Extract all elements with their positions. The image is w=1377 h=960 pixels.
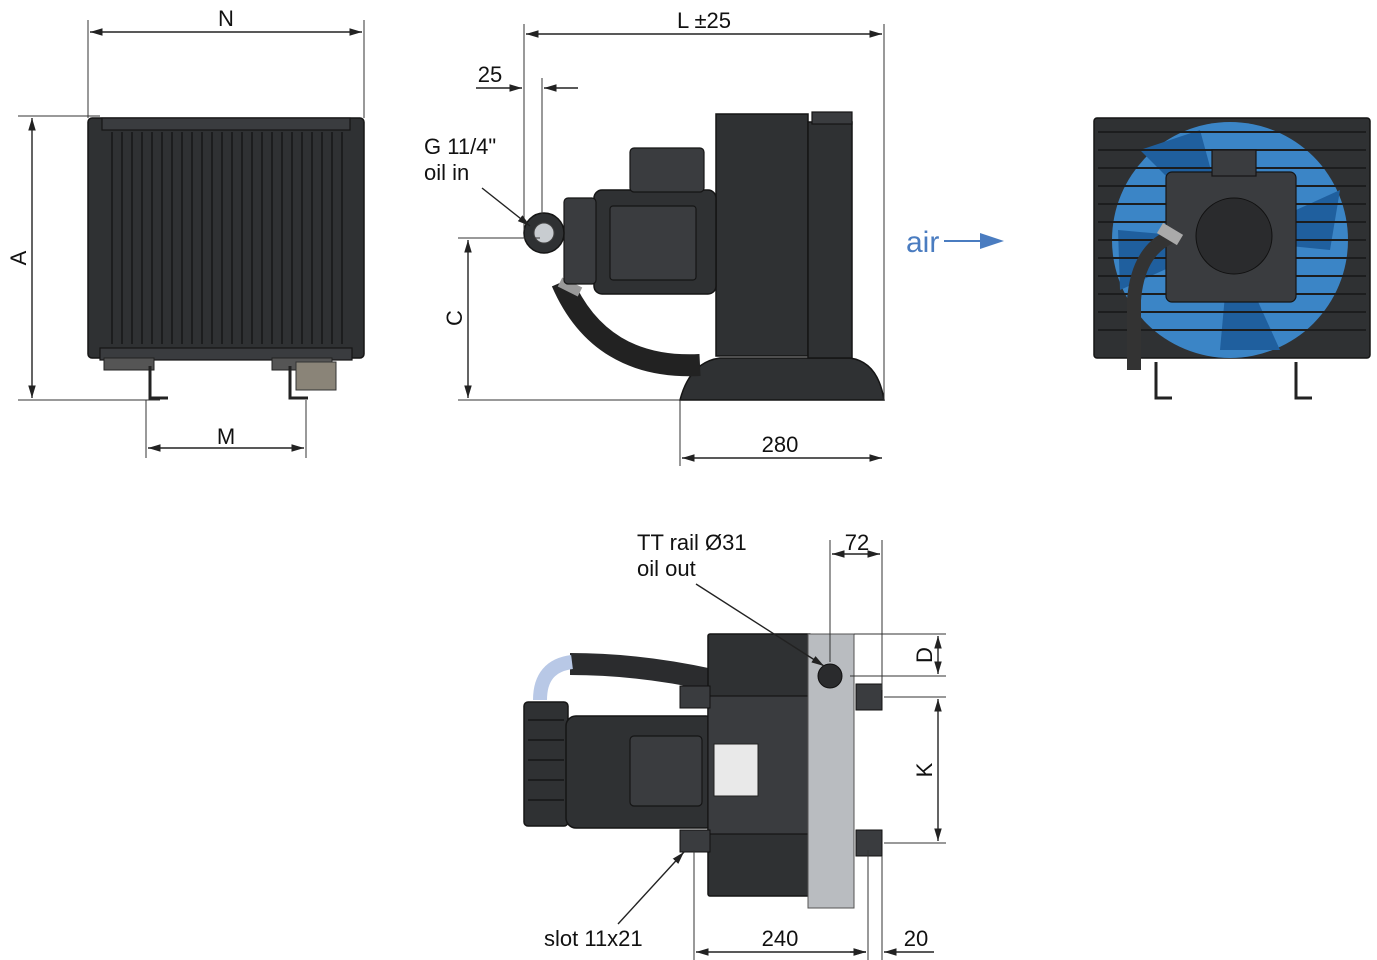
rear-view [1093, 117, 1371, 400]
airflow-indicator: air [906, 226, 1004, 259]
inlet-callout-line1: G 11/4" [424, 134, 496, 159]
dim-label-l: L ±25 [677, 8, 731, 33]
dim-label-n: N [218, 6, 234, 31]
outlet-callout-line1: TT rail Ø31 [637, 530, 747, 555]
dim-label-a: A [6, 250, 31, 265]
dim-label-k: K [912, 762, 937, 777]
dim-label-m: M [217, 424, 235, 449]
top-view [523, 633, 883, 909]
outlet-callout-line2: oil out [637, 556, 696, 581]
top-view-dimensions: TT rail Ø31 oil out 72 D K slot 11x21 24… [544, 530, 946, 960]
dim-label-240: 240 [762, 926, 799, 951]
dim-label-25: 25 [478, 62, 502, 87]
side-view [523, 111, 885, 401]
dim-label-280: 280 [762, 432, 799, 457]
oil-out-port [817, 663, 843, 689]
inlet-callout-line2: oil in [424, 160, 469, 185]
dim-label-72: 72 [845, 530, 869, 555]
dim-label-c: C [442, 310, 467, 326]
slot-callout: slot 11x21 [544, 926, 643, 951]
front-view [87, 117, 365, 400]
dim-label-20: 20 [904, 926, 928, 951]
airflow-label: air [906, 226, 939, 259]
front-view-dimensions: N A M [6, 6, 365, 458]
airflow-arrow-icon [980, 233, 1004, 249]
dim-label-d: D [912, 647, 937, 663]
radiator-fins [111, 132, 343, 344]
side-view-dimensions: L ±25 25 G 11/4" oil in C 280 [424, 8, 885, 466]
